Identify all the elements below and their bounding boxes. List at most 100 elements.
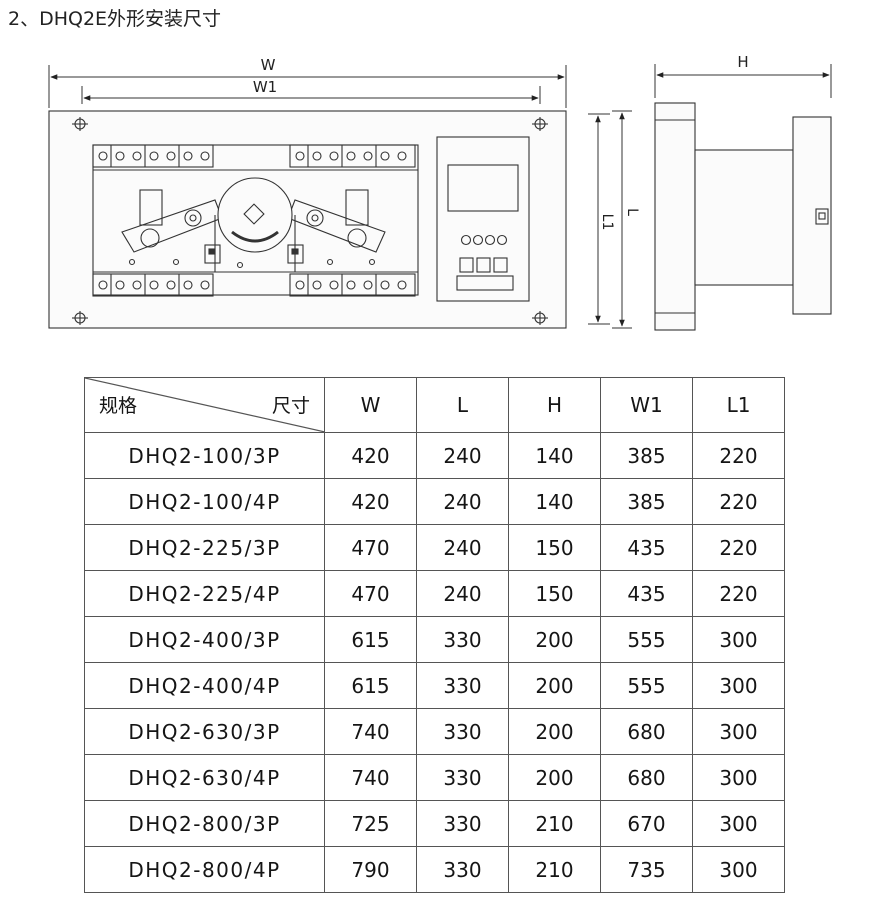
controller-panel-icon (436, 136, 530, 302)
value-cell: 680 (600, 754, 693, 801)
value-cell: 420 (324, 432, 417, 479)
value-cell: 200 (508, 708, 601, 755)
model-cell: DHQ2-630/4P (84, 754, 325, 801)
value-cell: 240 (416, 478, 509, 525)
value-cell: 240 (416, 432, 509, 479)
value-cell: 330 (416, 800, 509, 847)
value-cell: 330 (416, 754, 509, 801)
corner-label-size: 尺寸 (271, 395, 310, 417)
switch-mechanism-icon (121, 177, 386, 272)
model-cell: DHQ2-800/3P (84, 800, 325, 847)
model-cell: DHQ2-100/3P (84, 432, 325, 479)
value-cell: 615 (324, 662, 417, 709)
value-cell: 435 (600, 524, 693, 571)
table-row: DHQ2-100/4P 420 240 140 385 220 (84, 478, 785, 525)
value-cell: 735 (600, 846, 693, 893)
dimension-w1 (81, 86, 541, 104)
table-row: DHQ2-400/3P 615 330 200 555 300 (84, 616, 785, 663)
column-header: L1 (692, 377, 785, 433)
label-l1: L1 (599, 214, 615, 231)
value-cell: 200 (508, 754, 601, 801)
label-h: H (737, 53, 748, 71)
value-cell: 300 (692, 708, 785, 755)
value-cell: 220 (692, 432, 785, 479)
value-cell: 140 (508, 478, 601, 525)
value-cell: 300 (692, 846, 785, 893)
value-cell: 240 (416, 570, 509, 617)
dimension-l (612, 110, 632, 329)
table-row: DHQ2-630/4P 740 330 200 680 300 (84, 754, 785, 801)
value-cell: 220 (692, 570, 785, 617)
value-cell: 240 (416, 524, 509, 571)
value-cell: 470 (324, 524, 417, 571)
terminal-block-icon (289, 273, 416, 297)
label-w1: W1 (253, 78, 277, 96)
model-cell: DHQ2-225/3P (84, 524, 325, 571)
value-cell: 740 (324, 708, 417, 755)
model-cell: DHQ2-400/3P (84, 616, 325, 663)
value-cell: 385 (600, 478, 693, 525)
value-cell: 555 (600, 662, 693, 709)
value-cell: 555 (600, 616, 693, 663)
side-view (654, 102, 832, 331)
dimension-table: 规格 尺寸 W L H W1 L1 DHQ2-100/3P 420 240 14… (84, 377, 785, 893)
value-cell: 470 (324, 570, 417, 617)
table-row: DHQ2-225/4P 470 240 150 435 220 (84, 570, 785, 617)
value-cell: 300 (692, 754, 785, 801)
value-cell: 725 (324, 800, 417, 847)
model-cell: DHQ2-225/4P (84, 570, 325, 617)
page-heading: 2、DHQ2E外形安装尺寸 (8, 8, 222, 30)
terminal-block-icon (289, 144, 416, 168)
value-cell: 790 (324, 846, 417, 893)
value-cell: 330 (416, 662, 509, 709)
dimension-l1 (588, 113, 610, 325)
value-cell: 420 (324, 478, 417, 525)
table-corner-cell: 规格 尺寸 (84, 377, 325, 433)
column-header: W (324, 377, 417, 433)
value-cell: 330 (416, 616, 509, 663)
terminal-block-icon (92, 144, 214, 168)
value-cell: 200 (508, 662, 601, 709)
label-l: L (624, 208, 640, 216)
column-header: H (508, 377, 601, 433)
value-cell: 150 (508, 524, 601, 571)
terminal-block-icon (92, 273, 214, 297)
model-cell: DHQ2-800/4P (84, 846, 325, 893)
value-cell: 220 (692, 524, 785, 571)
column-header: L (416, 377, 509, 433)
value-cell: 615 (324, 616, 417, 663)
value-cell: 435 (600, 570, 693, 617)
model-cell: DHQ2-100/4P (84, 478, 325, 525)
table-header-row: 规格 尺寸 W L H W1 L1 (84, 377, 785, 433)
value-cell: 385 (600, 432, 693, 479)
front-view (48, 110, 567, 329)
table-row: DHQ2-800/3P 725 330 210 670 300 (84, 800, 785, 847)
column-header: W1 (600, 377, 693, 433)
mounting-hole-icon (72, 117, 548, 325)
label-w: W (261, 56, 276, 74)
table-row: DHQ2-630/3P 740 330 200 680 300 (84, 708, 785, 755)
value-cell: 670 (600, 800, 693, 847)
value-cell: 300 (692, 616, 785, 663)
value-cell: 330 (416, 846, 509, 893)
model-cell: DHQ2-630/3P (84, 708, 325, 755)
diagonal-line (85, 378, 325, 432)
value-cell: 330 (416, 708, 509, 755)
table-row: DHQ2-225/3P 470 240 150 435 220 (84, 524, 785, 571)
value-cell: 150 (508, 570, 601, 617)
table-row: DHQ2-400/4P 615 330 200 555 300 (84, 662, 785, 709)
value-cell: 300 (692, 662, 785, 709)
dimension-h (654, 64, 832, 98)
value-cell: 680 (600, 708, 693, 755)
value-cell: 740 (324, 754, 417, 801)
dimension-drawing: W W1 (48, 53, 832, 331)
value-cell: 220 (692, 478, 785, 525)
value-cell: 140 (508, 432, 601, 479)
table-row: DHQ2-100/3P 420 240 140 385 220 (84, 432, 785, 479)
value-cell: 210 (508, 846, 601, 893)
value-cell: 210 (508, 800, 601, 847)
dimension-w (48, 65, 567, 108)
value-cell: 200 (508, 616, 601, 663)
value-cell: 300 (692, 800, 785, 847)
corner-label-spec: 规格 (99, 395, 138, 417)
